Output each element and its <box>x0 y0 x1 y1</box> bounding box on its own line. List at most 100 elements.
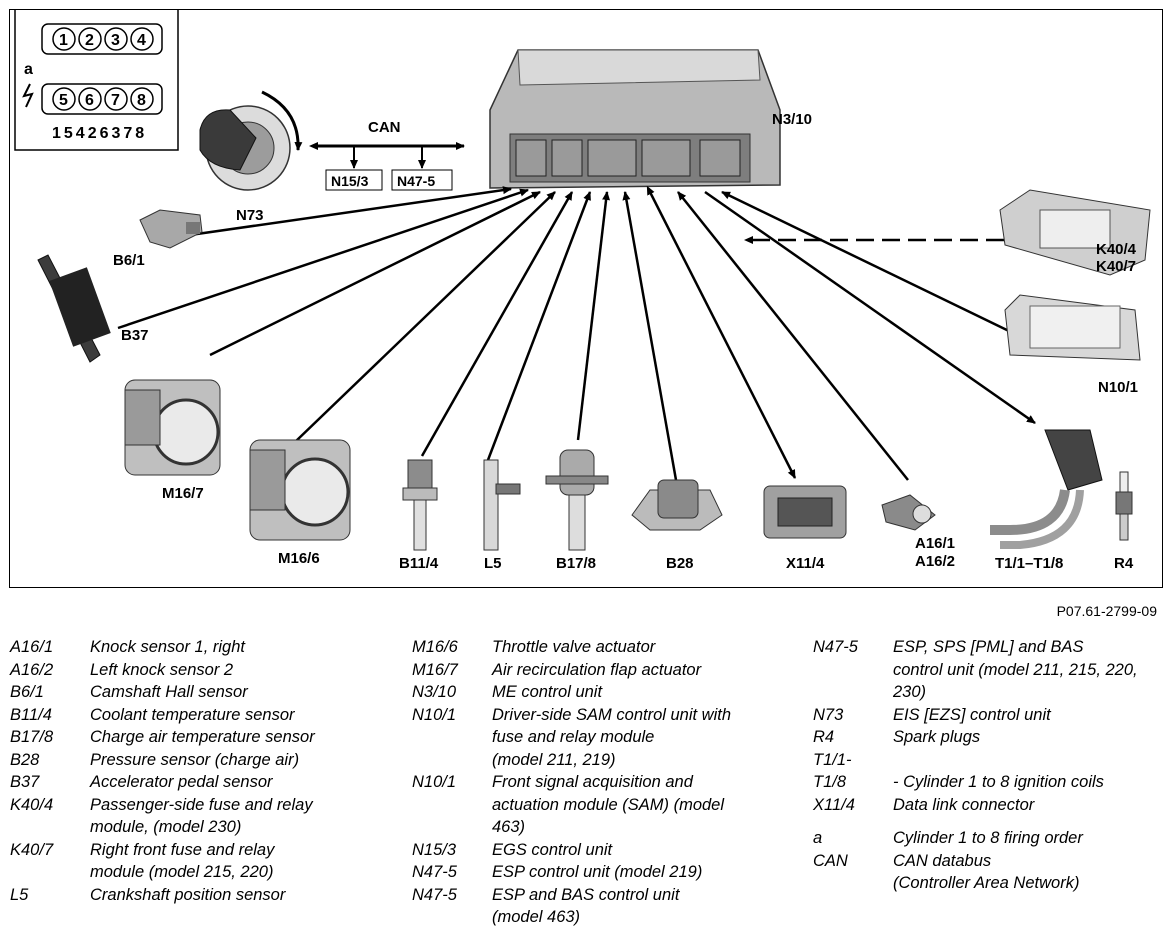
label-m16-7: M16/7 <box>162 485 204 502</box>
box-n15-3-label: N15/3 <box>331 173 369 189</box>
cylinder-number: 8 <box>137 92 146 109</box>
legend-description: Cylinder 1 to 8 firing order <box>893 829 1083 847</box>
legend-description: Coolant temperature sensor <box>90 705 295 724</box>
firing-side-label: a <box>24 61 33 78</box>
ecu-n3-10: N3/10 <box>489 49 812 189</box>
can-label: CAN <box>368 119 401 136</box>
legend-description: Data link connector <box>893 795 1035 814</box>
legend-code: B11/4 <box>10 705 52 724</box>
label-l5: L5 <box>484 555 502 572</box>
legend-description: ESP, SPS [PML] and BAS control unit (mod… <box>893 638 1138 701</box>
legend-code: CAN <box>813 851 848 870</box>
legend-description: - Cylinder 1 to 8 ignition coils <box>893 773 1104 791</box>
cylinder-number: 3 <box>111 32 120 49</box>
legend-code: N10/1 <box>412 705 457 724</box>
label-n73: N73 <box>236 207 264 224</box>
b28-pressure-sensor: B28 <box>631 479 723 572</box>
legend-row: B11/4 Coolant temperature sensor <box>10 704 390 727</box>
cylinder-circle <box>52 27 76 51</box>
label-x11-4: X11/4 <box>786 555 825 572</box>
legend-code: L5 <box>10 885 29 904</box>
legend-description: Accelerator pedal sensor <box>90 773 273 791</box>
legend-row: N3/10 ME control unit <box>412 681 792 704</box>
figure-id: P07.61-2799-09 <box>1056 603 1157 619</box>
cylinder-circle <box>104 27 128 51</box>
can-bus: CAN N15/3 N47-5 <box>309 119 465 191</box>
label-b28: B28 <box>666 555 694 572</box>
b11-4-coolant-sensor: B11/4 <box>399 459 439 572</box>
legend-description: Front signal acquisition and actuation m… <box>492 773 725 836</box>
cylinder-circle <box>130 27 154 51</box>
a16-knock-sensors: A16/1 A16/2 <box>881 494 955 570</box>
legend-code: N10/1 <box>412 773 457 791</box>
legend-description: EIS [EZS] control unit <box>893 705 1051 724</box>
cylinder-number: 4 <box>137 32 146 49</box>
legend-code: N15/3 <box>412 840 457 859</box>
legend-row: K40/7 Right front fuse and relay module (… <box>10 839 390 884</box>
firing-order-text: 15426378 <box>52 125 147 142</box>
legend-code: T1/1- T1/8 <box>813 750 852 792</box>
legend-code: N3/10 <box>412 683 457 701</box>
cylinder-circle <box>78 87 102 111</box>
legend-code: N47-5 <box>412 885 457 904</box>
label-a16-2: A16/2 <box>915 553 955 570</box>
legend-code: B37 <box>10 773 40 791</box>
x11-4-data-link-connector: X11/4 <box>763 485 847 572</box>
m16-6-throttle-actuator: M16/6 <box>249 439 351 567</box>
legend-description: Knock sensor 1, right <box>90 638 245 656</box>
legend-code: M16/7 <box>412 660 458 679</box>
legend-code: A16/1 <box>10 638 54 656</box>
box-n15-3 <box>325 169 383 191</box>
label-m16-6: M16/6 <box>278 550 320 567</box>
legend-row: T1/1- T1/8 - Cylinder 1 to 8 ignition co… <box>813 749 1168 794</box>
legend-row: N10/1 Front signal acquisition and actuat… <box>412 771 792 839</box>
m16-7-flap-actuator: M16/7 <box>124 379 221 502</box>
legend-code: B17/8 <box>10 728 54 746</box>
t1-ignition-coils: T1/1–T1/8 <box>990 429 1103 572</box>
legend-code: K40/7 <box>10 840 54 859</box>
legend-description: Right front fuse and relay module (model… <box>90 840 275 882</box>
label-n10-1: N10/1 <box>1098 379 1138 396</box>
legend-description: ME control unit <box>492 683 603 701</box>
legend-code: M16/6 <box>412 638 458 656</box>
lightning-icon <box>22 83 34 108</box>
legend-code: B28 <box>10 750 40 769</box>
b37-accelerator-pedal: B37 <box>37 254 149 363</box>
cylinder-circle <box>78 27 102 51</box>
legend-code: N73 <box>813 705 844 724</box>
b6-1-camshaft-sensor: B6/1 <box>113 209 203 269</box>
cylinder-circle <box>104 87 128 111</box>
cylinder-number: 7 <box>111 92 120 109</box>
label-b37: B37 <box>121 327 149 344</box>
box-n47-5 <box>391 169 453 191</box>
label-r4: R4 <box>1114 555 1134 572</box>
legend-code: R4 <box>813 728 835 746</box>
label-b11-4: B11/4 <box>399 555 439 572</box>
legend-code: B6/1 <box>10 683 44 701</box>
label-b6-1: B6/1 <box>113 252 145 269</box>
label-a16-1: A16/1 <box>915 535 955 552</box>
legend-row: A16/1 Knock sensor 1, right <box>10 636 390 659</box>
cylinder-number: 5 <box>59 92 68 109</box>
label-n3-10: N3/10 <box>772 111 812 128</box>
legend-description: Pressure sensor (charge air) <box>90 750 300 769</box>
b17-8-charge-air-sensor: B17/8 <box>545 449 609 572</box>
label-b17-8: B17/8 <box>556 555 596 572</box>
legend-description: EGS control unit <box>492 840 613 859</box>
box-n47-5-label: N47-5 <box>397 173 435 189</box>
n10-1-sam-module: N10/1 <box>1004 294 1141 396</box>
